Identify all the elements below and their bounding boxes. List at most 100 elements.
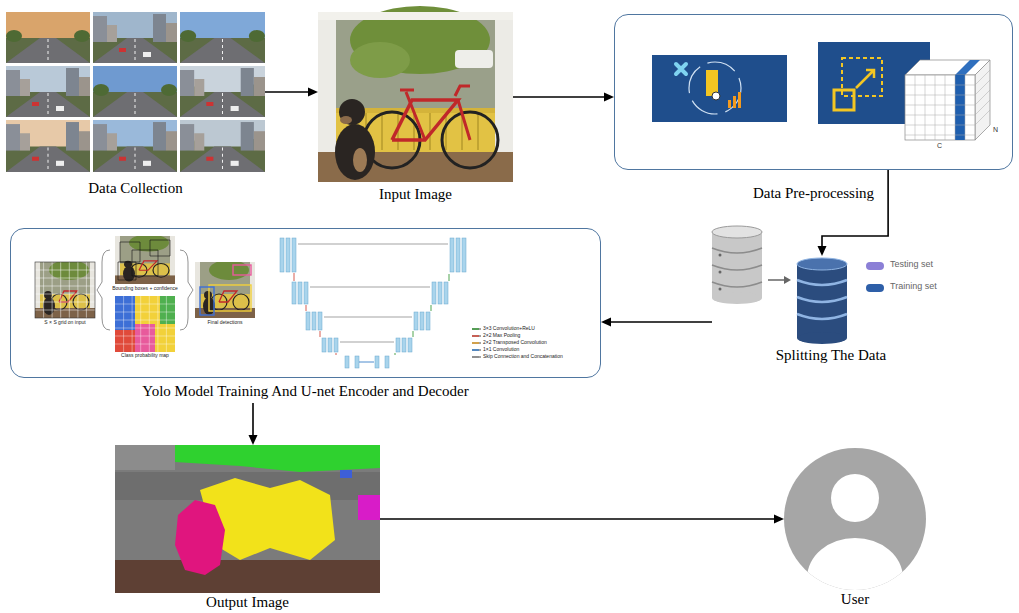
preprocessing-icons-part bbox=[728, 100, 731, 108]
unet-figure-part bbox=[280, 238, 284, 272]
yolo-figure-part bbox=[115, 296, 175, 352]
process-panel: Data Pre-processing bbox=[614, 14, 1013, 170]
unet-figure-part bbox=[402, 338, 406, 352]
legend-entry: 2×2 Transposed Convolution bbox=[483, 340, 547, 346]
data-collection-photos-part bbox=[180, 12, 265, 63]
flow-arrow bbox=[601, 318, 712, 327]
database-icons-part bbox=[797, 280, 847, 319]
unet-figure bbox=[280, 238, 466, 368]
unet-figure-part bbox=[318, 312, 322, 330]
flow-line bbox=[610, 321, 712, 323]
yolo-figure-part bbox=[35, 262, 95, 318]
unet-figure-part bbox=[444, 282, 448, 304]
yolo-figure-part bbox=[115, 234, 175, 284]
image-node: Input Image bbox=[318, 12, 513, 182]
yolo-figure-part bbox=[200, 287, 214, 315]
legend-text: 2×2 Max Pooling bbox=[483, 332, 520, 338]
flow-line bbox=[252, 403, 254, 436]
unet-figure-part bbox=[438, 282, 442, 304]
node-caption: Data Pre-processing bbox=[753, 185, 874, 202]
output-segmentation bbox=[115, 445, 380, 593]
node-caption: Yolo Model Training And U-net Encoder an… bbox=[142, 383, 468, 400]
database-icons-part bbox=[784, 276, 791, 284]
yolo-figure-part bbox=[195, 260, 255, 318]
unet-arrows bbox=[294, 244, 481, 362]
legend-text: 1×1 Convolution bbox=[483, 346, 519, 352]
legend-entry: 3×3 Convolution+ReLU bbox=[483, 326, 535, 332]
preprocessing-icons-part bbox=[712, 92, 720, 100]
unet-figure-part bbox=[298, 282, 302, 304]
user-node: User bbox=[784, 448, 926, 590]
database-icons-part bbox=[712, 248, 762, 287]
flow-arrow bbox=[265, 88, 318, 97]
data-collection-photos-part bbox=[180, 120, 265, 172]
unet-figure-part bbox=[322, 338, 326, 352]
unet-figure-part bbox=[450, 238, 454, 272]
node-caption: Input Image bbox=[379, 186, 452, 203]
input-photo bbox=[318, 6, 513, 182]
input-photo-part bbox=[339, 99, 365, 125]
unet-arrows-part bbox=[395, 274, 449, 355]
arrow-head bbox=[249, 435, 258, 445]
unet-arrows-part bbox=[472, 329, 481, 357]
preprocessing-icons-part bbox=[689, 62, 741, 114]
database-icons-part bbox=[719, 288, 722, 291]
flow-arrow bbox=[380, 515, 784, 524]
data-collection-photos-part bbox=[6, 122, 90, 166]
unet-arrows-part bbox=[472, 349, 479, 351]
database-icons-part bbox=[712, 292, 762, 304]
unet-figure-part bbox=[304, 282, 308, 304]
flow-line bbox=[265, 91, 309, 93]
output-segmentation-part bbox=[175, 500, 225, 575]
user-icon-part bbox=[807, 538, 903, 613]
unet-arrows-part bbox=[472, 328, 479, 330]
yolo-figure-part bbox=[180, 250, 193, 330]
input-photo-part bbox=[400, 86, 470, 140]
legend-text: 3×3 Convolution+ReLU bbox=[483, 325, 535, 331]
yolo-figure-part bbox=[209, 285, 251, 311]
data-collection-photos-part bbox=[93, 12, 177, 63]
database-icons-part bbox=[797, 264, 847, 338]
unet-arrows-part bbox=[472, 342, 479, 344]
yolo-figure-part bbox=[118, 240, 170, 280]
unet-figure-part bbox=[420, 312, 424, 330]
legend-entry: 2×2 Max Pooling bbox=[483, 333, 520, 339]
yolo-figure-part bbox=[35, 260, 95, 318]
unet-figure-part bbox=[328, 338, 332, 352]
unet-figure-part bbox=[385, 356, 389, 368]
input-photo-part bbox=[455, 50, 493, 68]
output-segmentation-part bbox=[358, 495, 380, 520]
data-split-node: Splitting The Data bbox=[712, 256, 950, 344]
output-segmentation-part bbox=[115, 560, 380, 593]
flow-arrow bbox=[249, 403, 258, 445]
data-collection-photos-part bbox=[6, 120, 90, 172]
input-photo-part bbox=[318, 12, 513, 20]
database-icons-part bbox=[797, 258, 847, 270]
figure-label: Bounding boxes + confidence bbox=[112, 286, 178, 292]
figure-label: Class probability map bbox=[121, 353, 169, 359]
data-collection-photos-part bbox=[93, 122, 177, 166]
unet-figure-part bbox=[334, 338, 338, 352]
legend-text: Skip Connection and Concatenation bbox=[483, 353, 563, 359]
unet-arrows-part bbox=[359, 362, 374, 363]
user-icon bbox=[784, 448, 926, 613]
figure-label: S × S grid on input bbox=[44, 320, 85, 326]
preprocessing-icons-part bbox=[676, 64, 686, 74]
flow-line bbox=[822, 170, 888, 247]
database-icons-part bbox=[866, 262, 884, 270]
figure-label: Training set bbox=[890, 282, 937, 292]
output-segmentation-part bbox=[115, 445, 380, 593]
database-icons-part bbox=[712, 226, 762, 238]
arrow-head bbox=[818, 246, 827, 256]
unet-arrows-part bbox=[298, 244, 448, 342]
unet-figure-part bbox=[462, 238, 466, 272]
data-collection-photos-part bbox=[93, 120, 177, 172]
unet-figure-part bbox=[292, 238, 296, 272]
unet-figure-part bbox=[306, 312, 310, 330]
unet-figure-part bbox=[375, 356, 379, 368]
yolo-figure bbox=[35, 234, 255, 352]
image-node: Data Collection bbox=[6, 12, 265, 172]
data-collection-photos bbox=[6, 12, 265, 172]
